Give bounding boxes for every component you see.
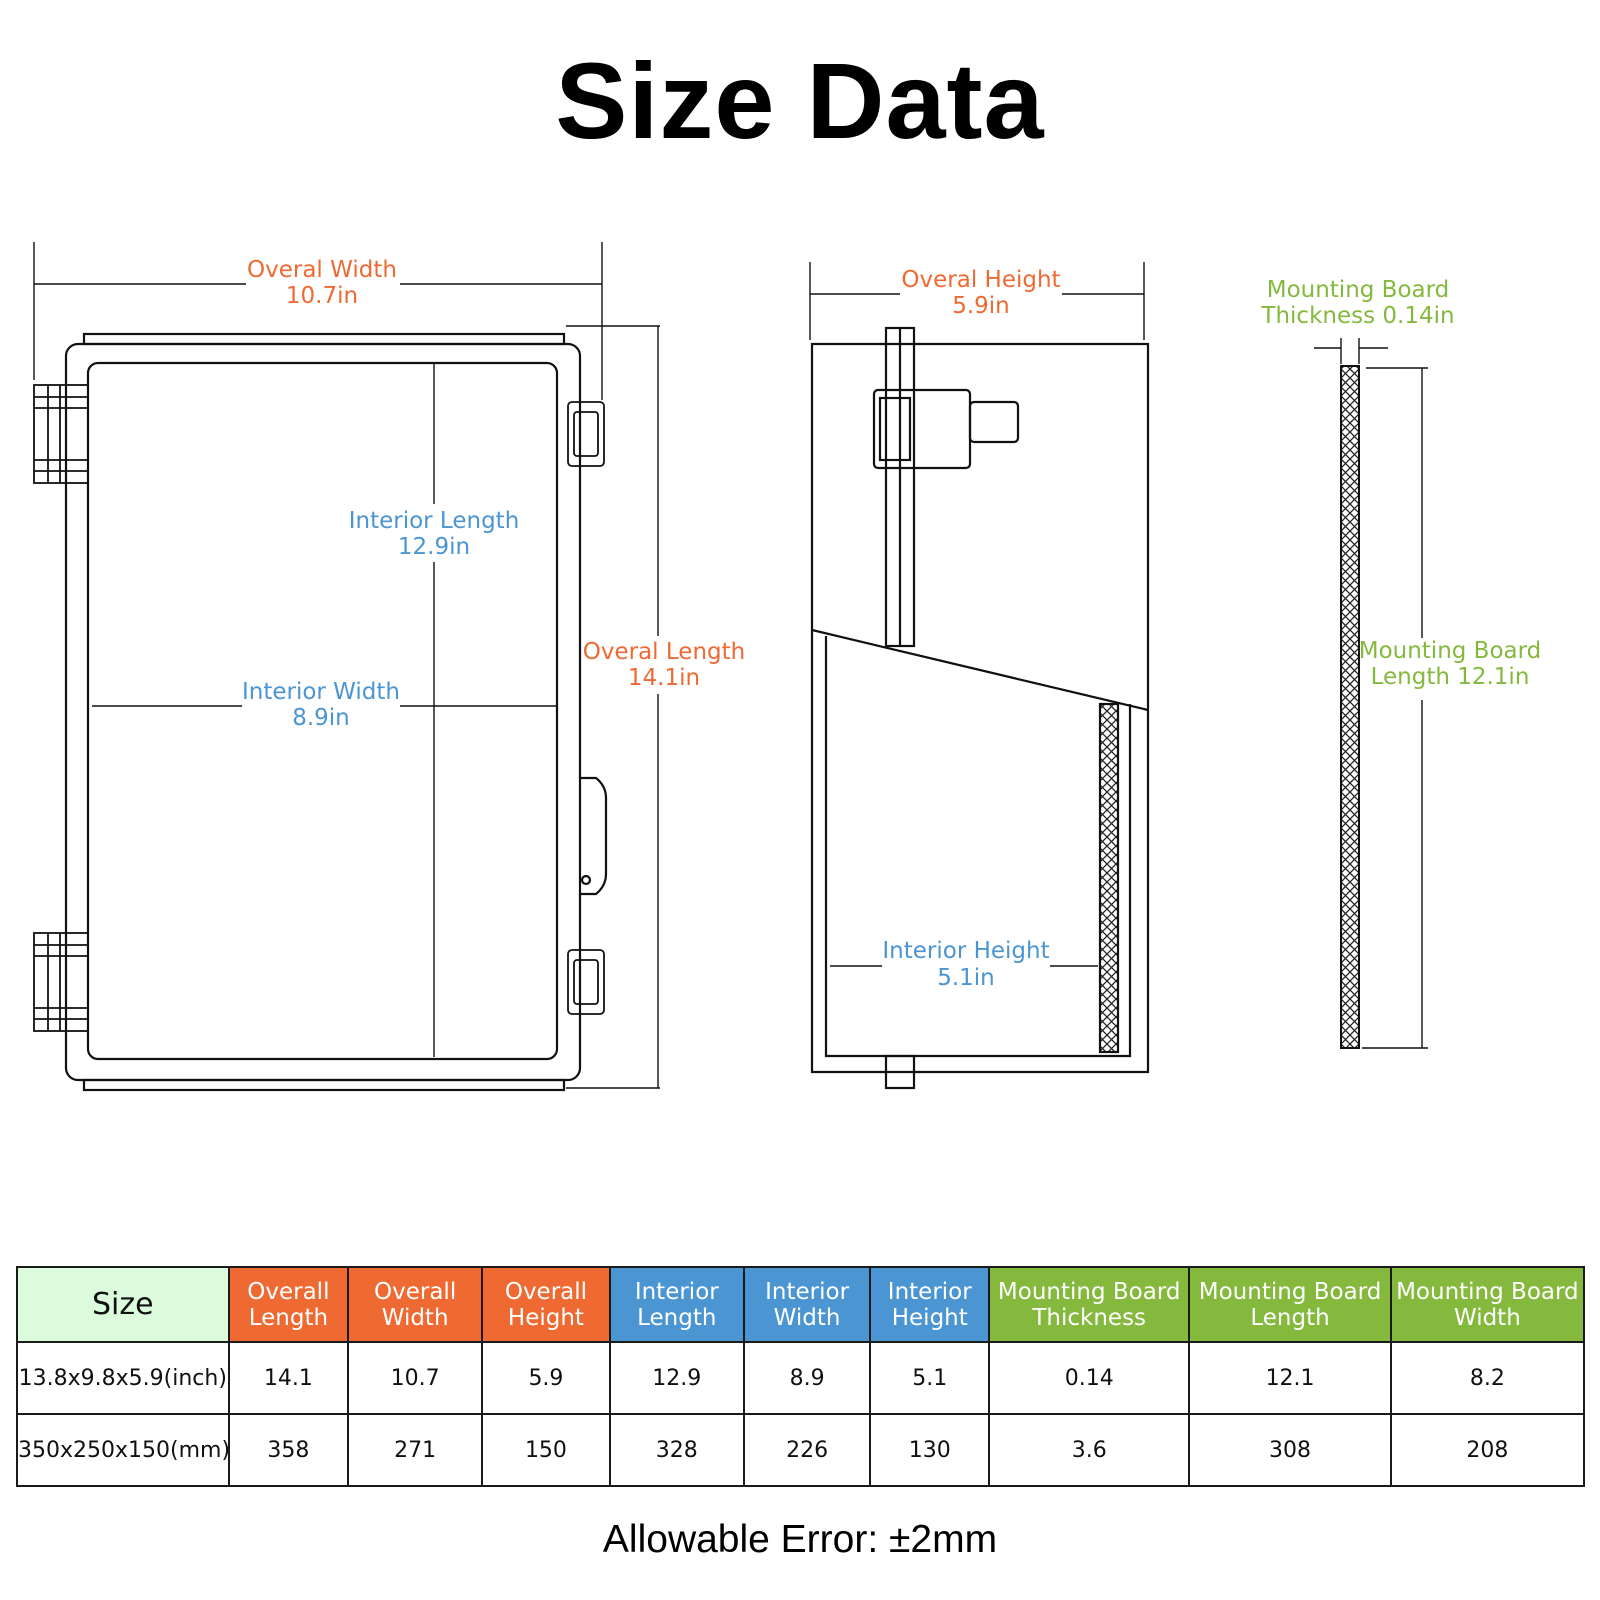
header-line: Overall — [504, 1278, 588, 1305]
header-line: Width — [1453, 1304, 1521, 1331]
value-cell: 328 — [608, 1413, 745, 1487]
size-cell: 13.8x9.8x5.9(inch) — [16, 1341, 230, 1415]
header-line: Height — [507, 1304, 584, 1331]
value-cell: 14.1 — [227, 1341, 350, 1415]
page-title: Size Data — [555, 40, 1045, 161]
hinge-top — [33, 384, 89, 484]
header-line: Overall — [374, 1278, 457, 1305]
header-line: Mounting Board — [1198, 1278, 1382, 1305]
header-line: Width — [773, 1304, 841, 1331]
latch-top — [567, 401, 605, 467]
header-line: Mounting Board — [1396, 1278, 1579, 1305]
svg-text:Mounting Board: Mounting Board — [1267, 277, 1450, 303]
header-line: Width — [381, 1304, 449, 1331]
header-line: Size — [91, 1286, 154, 1322]
table-header-cell: Size — [16, 1266, 230, 1343]
value-cell: 12.9 — [608, 1341, 745, 1415]
value-cell: 308 — [1188, 1413, 1392, 1487]
svg-text:14.1in: 14.1in — [628, 665, 700, 691]
front-dimension-lines — [33, 242, 660, 1089]
header-line: Length — [1250, 1304, 1330, 1331]
value-cell: 150 — [481, 1413, 611, 1487]
board-dimension-lines — [1314, 338, 1428, 1049]
header-line: Interior — [765, 1278, 850, 1305]
front-view — [33, 332, 608, 1092]
interior-length-label: Interior Length 12.9in — [349, 508, 520, 560]
svg-text:Thickness 0.14in: Thickness 0.14in — [1260, 303, 1454, 329]
value-cell: 10.7 — [347, 1341, 484, 1415]
value-cell: 130 — [869, 1413, 991, 1487]
size-cell: 350x250x150(mm) — [16, 1413, 230, 1487]
value-cell: 358 — [227, 1413, 350, 1487]
svg-text:Overal Length: Overal Length — [583, 639, 745, 665]
interior-height-label: Interior Height 5.1in — [882, 938, 1049, 991]
header-line: Length — [637, 1304, 717, 1331]
value-cell: 0.14 — [988, 1341, 1191, 1415]
value-cell: 271 — [347, 1413, 484, 1487]
header-line: Thickness — [1032, 1304, 1147, 1331]
svg-text:Interior Height: Interior Height — [882, 938, 1049, 964]
overall-length-label: Overal Length 14.1in — [583, 639, 745, 691]
allowable-error-note: Allowable Error: ±2mm — [602, 1518, 998, 1561]
overall-width-label: Overal Width 10.7in — [247, 257, 397, 309]
side-dimension-lines — [809, 262, 1145, 967]
svg-text:5.9in: 5.9in — [952, 293, 1010, 319]
mounting-board — [1340, 365, 1360, 1049]
header-line: Length — [248, 1304, 329, 1331]
header-line: Overall — [247, 1278, 330, 1305]
latch-bottom — [567, 949, 605, 1015]
value-cell: 208 — [1389, 1413, 1586, 1487]
hinge-bottom — [33, 932, 89, 1032]
svg-text:12.9in: 12.9in — [398, 534, 470, 560]
enclosure-diagram: Overal Width 10.7in Overal Length 14.1in… — [33, 242, 1542, 1092]
header-line: Interior — [887, 1278, 972, 1305]
svg-text:5.1in: 5.1in — [937, 965, 995, 991]
value-cell: 226 — [742, 1413, 872, 1487]
value-cell: 3.6 — [988, 1413, 1191, 1487]
svg-text:10.7in: 10.7in — [286, 283, 358, 309]
value-cell: 5.9 — [481, 1341, 611, 1415]
svg-text:Interior Length: Interior Length — [349, 508, 520, 534]
value-cell: 8.9 — [742, 1341, 872, 1415]
value-cell: 5.1 — [869, 1341, 991, 1415]
header-line: Interior — [634, 1278, 719, 1305]
svg-text:Overal Width: Overal Width — [247, 257, 397, 283]
mounting-board-length-label: Mounting Board Length 12.1in — [1359, 638, 1542, 690]
value-cell: 8.2 — [1389, 1341, 1586, 1415]
svg-text:Overal Height: Overal Height — [901, 267, 1060, 293]
overall-height-label: Overal Height 5.9in — [901, 267, 1060, 319]
value-cell: 12.1 — [1188, 1341, 1392, 1415]
mounting-board-thickness-label: Mounting Board Thickness 0.14in — [1260, 277, 1454, 329]
svg-text:Interior Width: Interior Width — [242, 679, 400, 705]
header-line: Height — [891, 1304, 968, 1331]
header-line: Mounting Board — [997, 1278, 1181, 1305]
svg-text:Mounting Board: Mounting Board — [1359, 638, 1542, 664]
interior-width-label: Interior Width 8.9in — [242, 679, 400, 731]
svg-text:8.9in: 8.9in — [292, 705, 350, 731]
svg-text:Length 12.1in: Length 12.1in — [1371, 664, 1530, 690]
side-view — [810, 326, 1150, 1090]
